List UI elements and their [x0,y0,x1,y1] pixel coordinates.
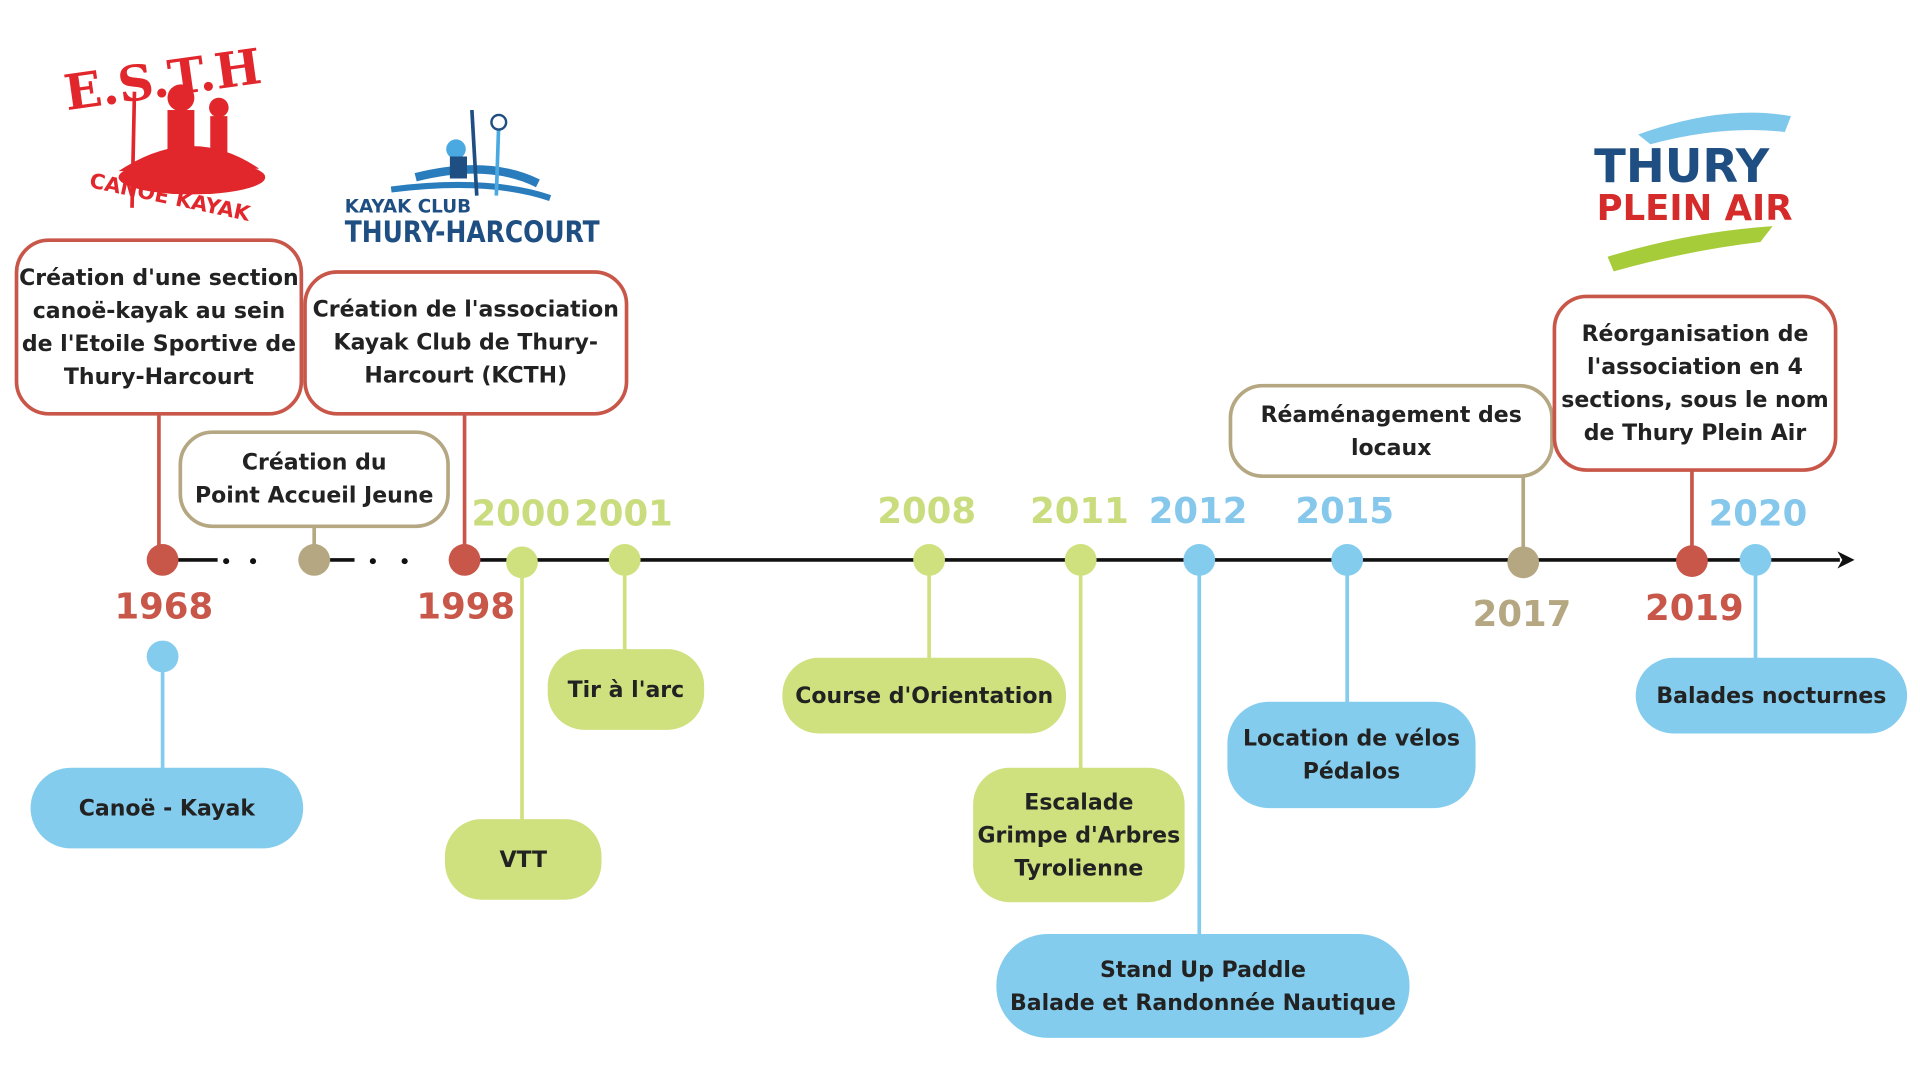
tpa-line2: PLEIN AIR [1596,187,1793,229]
esth-logo: E.S.T.H CANOE KAYAK [51,24,266,232]
year-2011: 2011 [1030,490,1129,532]
connector [462,413,467,560]
connector [312,523,317,560]
dot-canoe-kayak [146,640,179,673]
dot-2001 [608,544,641,576]
dot-1998 [448,544,481,576]
dot-2015 [1331,544,1364,576]
tpa-line1: THURY [1594,139,1770,194]
activity-stand-up-paddle: Stand Up Paddle Balade et Randonnée Naut… [996,933,1410,1038]
dot-1968 [146,544,179,576]
kcth-line2: THURY-HARCOURT [344,215,600,250]
connector [1753,559,1758,661]
ellipsis-dot [223,558,230,565]
event-2019: Réorganisation de l'association en 4 sec… [1552,294,1838,472]
connector [1690,468,1694,562]
kcth-line1: KAYAK CLUB [344,195,472,218]
connector [622,559,627,652]
year-1968: 1968 [114,585,214,628]
connector [1521,474,1526,563]
dot-2019 [1676,545,1708,578]
activity-escalade: Escalade Grimpe d'Arbres Tyrolienne [973,767,1185,903]
connector [1345,559,1350,705]
dot-2020 [1739,544,1772,576]
event-1998: Création de l'association Kayak Club de … [303,270,629,416]
year-2000: 2000 [471,492,571,535]
event-1968: Création d'une section canoë-kayak au se… [14,238,304,416]
kcth-logo: KAYAK CLUB THURY-HARCOURT [342,110,600,257]
dot-point-accueil-jeune [298,544,331,576]
year-2015: 2015 [1295,490,1395,532]
dot-2017 [1507,546,1540,579]
thury-plein-air-logo: THURY PLEIN AIR [1589,98,1809,275]
year-2020: 2020 [1708,492,1808,535]
connector [1078,559,1083,771]
year-2008: 2008 [877,490,976,532]
event-point-accueil-jeune: Création du Point Accueil Jeune [178,430,450,529]
ellipsis-dot [250,558,257,565]
year-2019: 2019 [1645,586,1744,629]
dot-2008 [913,544,945,576]
dot-2000 [506,546,538,579]
year-1998: 1998 [416,585,516,628]
activity-tir-a-l-arc: Tir à l'arc [547,649,705,730]
event-2017: Réaménagement des locaux [1228,383,1554,478]
connector [927,559,931,661]
activity-location-velos: Location de vélos Pédalos [1227,701,1476,809]
activity-course-orientation: Course d'Orientation [782,657,1067,734]
activity-balades-nocturnes: Balades nocturnes [1635,657,1908,734]
connector [157,413,161,560]
year-2001: 2001 [574,492,673,535]
connector [160,656,165,769]
activity-vtt: VTT [444,819,602,900]
activity-canoe-kayak: Canoë - Kayak [30,767,304,849]
connector [520,562,524,822]
dot-2011 [1064,544,1097,576]
year-2017: 2017 [1472,592,1572,635]
ellipsis-dot [369,558,376,565]
ellipsis-dot [401,558,408,565]
year-2012: 2012 [1148,490,1248,532]
connector [1197,559,1202,937]
dot-2012 [1183,544,1216,576]
